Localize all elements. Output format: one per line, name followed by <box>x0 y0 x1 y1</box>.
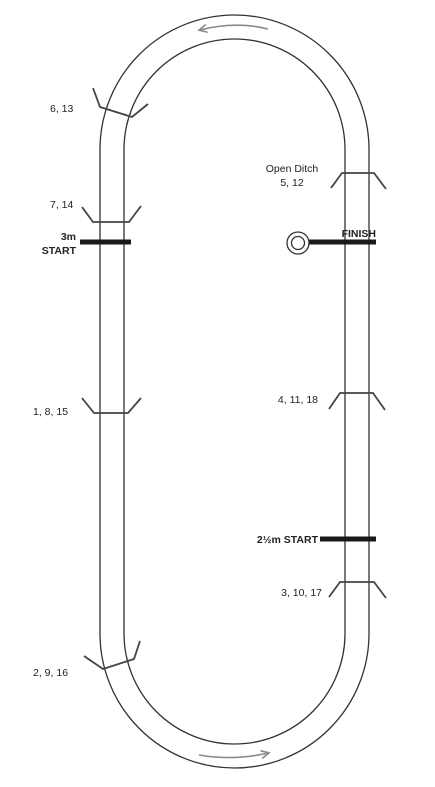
fence-7-14 <box>81 205 142 223</box>
label-fence-6-13: 6, 13 <box>50 103 74 115</box>
label-open-ditch: Open Ditch <box>266 163 319 175</box>
label-fence-7-14: 7, 14 <box>50 199 74 211</box>
label-fence-5-12: 5, 12 <box>280 177 304 189</box>
label-start-3m-start: START <box>42 245 77 257</box>
fence-5-12-open-ditch <box>330 172 387 190</box>
fence-6-13 <box>92 87 149 119</box>
fence-1-8-15 <box>81 397 142 414</box>
track-inner-rail <box>123 38 346 745</box>
winning-post-icon <box>286 231 310 255</box>
direction-arrow-icon-bottom <box>198 753 268 758</box>
fence-4-11-18 <box>328 392 386 411</box>
label-finish: FINISH <box>342 228 376 240</box>
label-fence-1-8-15: 1, 8, 15 <box>33 406 68 418</box>
label-start-2-5m: 2½m START <box>257 534 319 546</box>
fence-2-9-16 <box>83 640 141 670</box>
fence-3-10-17 <box>328 581 387 599</box>
label-fence-2-9-16: 2, 9, 16 <box>33 667 68 679</box>
label-start-3m: 3m <box>61 231 76 243</box>
track-outer-rail <box>99 14 370 769</box>
direction-arrow-icon-top <box>200 25 269 30</box>
label-fence-3-10-17: 3, 10, 17 <box>281 587 322 599</box>
label-fence-4-11-18: 4, 11, 18 <box>278 394 318 406</box>
